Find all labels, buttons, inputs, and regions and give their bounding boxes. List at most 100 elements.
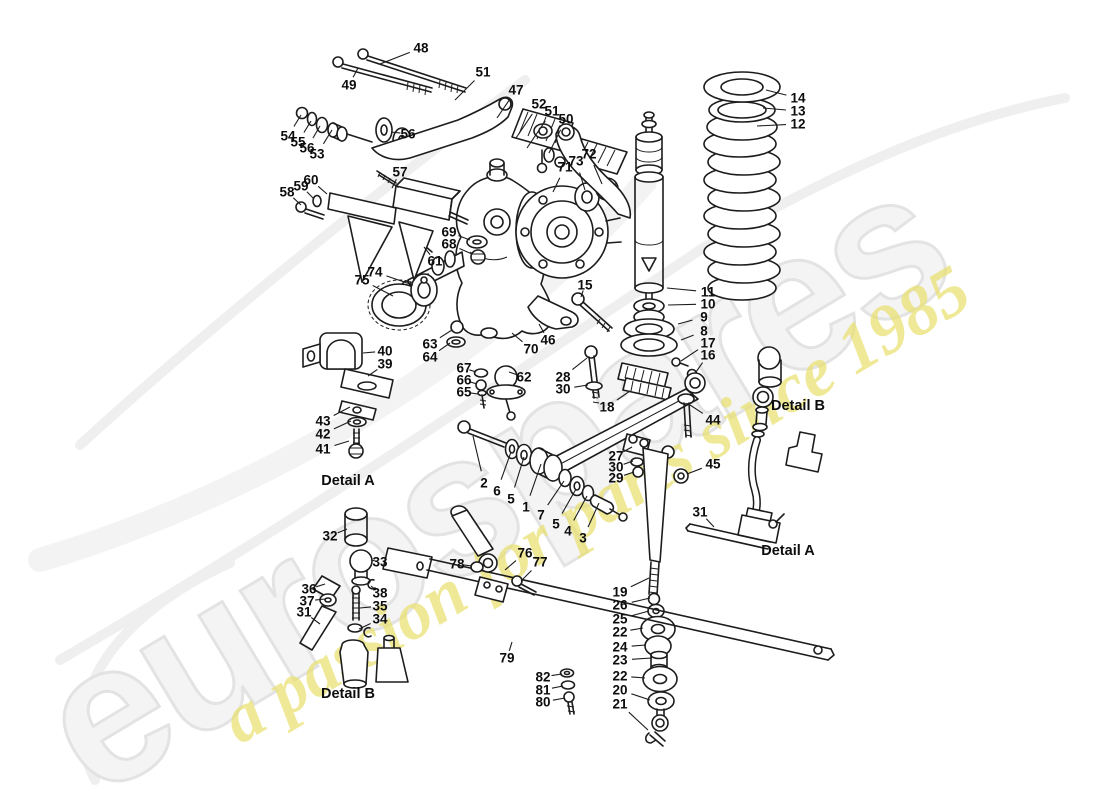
leader-line-7 bbox=[547, 480, 565, 506]
leader-line-9 bbox=[677, 319, 693, 325]
leader-line-61 bbox=[423, 246, 431, 256]
leader-line-54 bbox=[293, 114, 302, 127]
leader-line-58 bbox=[292, 197, 302, 206]
stabilizer-link bbox=[640, 447, 678, 747]
leader-line-17 bbox=[680, 349, 699, 362]
leader-line-3 bbox=[587, 502, 600, 528]
leader-line-53 bbox=[322, 129, 333, 145]
leader-line-10 bbox=[667, 303, 697, 306]
leader-line-40 bbox=[362, 351, 376, 354]
leader-line-76 bbox=[504, 560, 517, 571]
ball-joint bbox=[446, 320, 526, 421]
leader-line-35 bbox=[359, 606, 372, 609]
leader-line-56 bbox=[312, 125, 321, 139]
fasteners-80-82 bbox=[559, 668, 576, 715]
leader-line-32 bbox=[337, 528, 348, 534]
upper-arm bbox=[371, 96, 514, 161]
leader-line-46 bbox=[538, 323, 545, 334]
leader-line-70 bbox=[511, 332, 523, 343]
leader-line-80 bbox=[552, 697, 566, 701]
leader-lines bbox=[292, 51, 787, 731]
leader-line-33 bbox=[370, 559, 377, 562]
leader-line-12 bbox=[756, 124, 787, 127]
leader-line-8 bbox=[680, 334, 694, 341]
leader-line-2 bbox=[472, 435, 482, 472]
leader-line-1 bbox=[529, 463, 542, 496]
leader-line-44 bbox=[689, 404, 704, 414]
leader-line-22 bbox=[631, 676, 646, 679]
leader-line-47 bbox=[496, 99, 510, 119]
leader-line-50 bbox=[548, 129, 562, 154]
shock-link bbox=[450, 505, 537, 596]
tie-rod-left bbox=[299, 507, 409, 689]
leader-line-43 bbox=[333, 406, 351, 416]
leader-line-5 bbox=[513, 456, 525, 488]
leader-line-31 bbox=[310, 616, 321, 625]
leader-line-75 bbox=[372, 285, 394, 297]
pivot-bracket bbox=[295, 170, 469, 283]
coil-spring bbox=[703, 71, 781, 301]
leader-line-55 bbox=[303, 120, 312, 133]
watermark: eurospares a passion for parts since 198… bbox=[1, 75, 1070, 800]
radius-rod bbox=[382, 547, 835, 661]
leader-line-13 bbox=[762, 107, 787, 111]
leader-line-21 bbox=[628, 711, 649, 731]
leader-line-29 bbox=[623, 471, 635, 476]
leader-line-20 bbox=[631, 693, 651, 701]
leader-line-73 bbox=[579, 172, 586, 191]
leader-line-49 bbox=[352, 67, 359, 78]
leader-line-78 bbox=[463, 564, 473, 567]
leader-line-31 bbox=[705, 518, 715, 528]
arb-clamp bbox=[302, 332, 394, 459]
leader-line-42 bbox=[333, 420, 352, 430]
leader-line-24 bbox=[631, 644, 647, 647]
leader-line-22 bbox=[630, 627, 644, 631]
trunnion-bracket bbox=[511, 108, 632, 219]
leader-line-27 bbox=[622, 446, 633, 453]
leader-line-26 bbox=[631, 597, 651, 603]
leader-line-39 bbox=[367, 368, 378, 377]
leader-line-67 bbox=[469, 369, 477, 373]
leader-line-34 bbox=[358, 623, 371, 630]
bolt-28-30 bbox=[584, 345, 603, 404]
leader-line-56 bbox=[390, 131, 401, 134]
leader-line-14 bbox=[765, 89, 787, 96]
link-bracket bbox=[622, 393, 695, 484]
leader-line-65 bbox=[470, 392, 479, 395]
leader-line-81 bbox=[551, 685, 564, 689]
leader-line-57 bbox=[391, 178, 397, 189]
leader-line-45 bbox=[686, 467, 702, 475]
leader-line-69 bbox=[458, 235, 471, 241]
leader-line-5 bbox=[561, 488, 577, 514]
leader-line-66 bbox=[469, 381, 478, 385]
leader-line-15 bbox=[580, 290, 584, 298]
leader-line-25 bbox=[631, 610, 650, 617]
leader-line-63 bbox=[439, 329, 453, 339]
leader-line-16 bbox=[695, 362, 704, 373]
leader-line-59 bbox=[306, 191, 315, 200]
leader-line-6 bbox=[500, 451, 512, 480]
drop-link-right bbox=[685, 346, 823, 550]
leader-line-37 bbox=[315, 598, 326, 601]
leader-line-30 bbox=[623, 460, 634, 465]
leader-line-4 bbox=[573, 495, 588, 521]
leader-line-77 bbox=[520, 570, 532, 582]
leader-line-82 bbox=[551, 673, 563, 677]
leader-line-51 bbox=[454, 80, 475, 101]
leader-line-71 bbox=[552, 177, 561, 193]
leader-line-68 bbox=[459, 247, 473, 255]
leader-line-79 bbox=[508, 641, 513, 651]
leader-line-74 bbox=[386, 275, 414, 286]
leader-line-11 bbox=[666, 287, 697, 292]
leader-line-28 bbox=[572, 357, 588, 371]
leader-line-72 bbox=[593, 164, 603, 185]
leader-line-51 bbox=[526, 120, 546, 149]
leader-line-19 bbox=[630, 577, 650, 588]
leader-line-36 bbox=[316, 583, 326, 588]
leader-line-62 bbox=[508, 371, 518, 376]
leader-line-60 bbox=[317, 185, 328, 195]
lower-arm bbox=[457, 372, 706, 522]
leader-line-48 bbox=[379, 51, 410, 65]
